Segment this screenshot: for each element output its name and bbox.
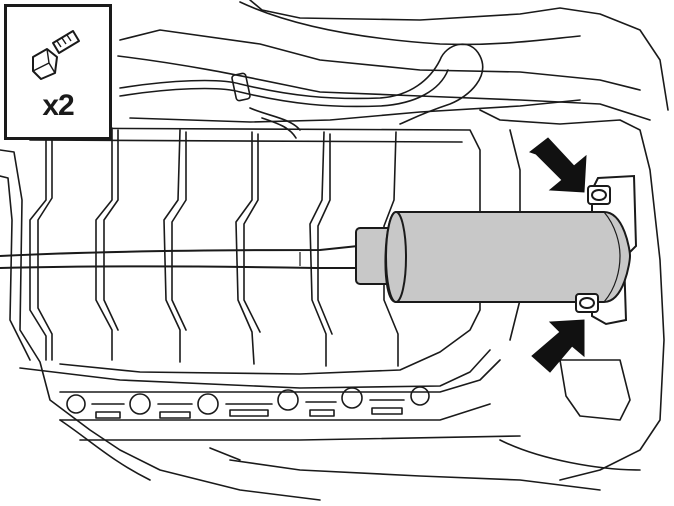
grille-slat-2: [95, 127, 113, 361]
pointer-arrow-lower: [531, 319, 585, 373]
fastener-legend: x2: [4, 4, 112, 140]
cable: [0, 245, 359, 269]
frame-left: [0, 149, 321, 501]
wiring-harness: [119, 43, 484, 125]
component-body: [384, 211, 632, 303]
bolt-icon: [32, 30, 80, 80]
upper-panel-outline: [249, 0, 669, 111]
cylindrical-component: [355, 174, 638, 326]
bolt-upper: [587, 185, 611, 205]
lower-rail: [59, 359, 501, 393]
grille-slat-5: [309, 131, 327, 367]
grille-slat-4: [235, 131, 255, 365]
bolt-lower: [575, 293, 599, 313]
grille-slat-1: [29, 127, 47, 361]
grille-slat-3: [163, 129, 181, 363]
pointer-arrow-upper: [528, 137, 587, 193]
frame-right: [479, 109, 665, 481]
quantity-label: x2: [42, 89, 74, 122]
